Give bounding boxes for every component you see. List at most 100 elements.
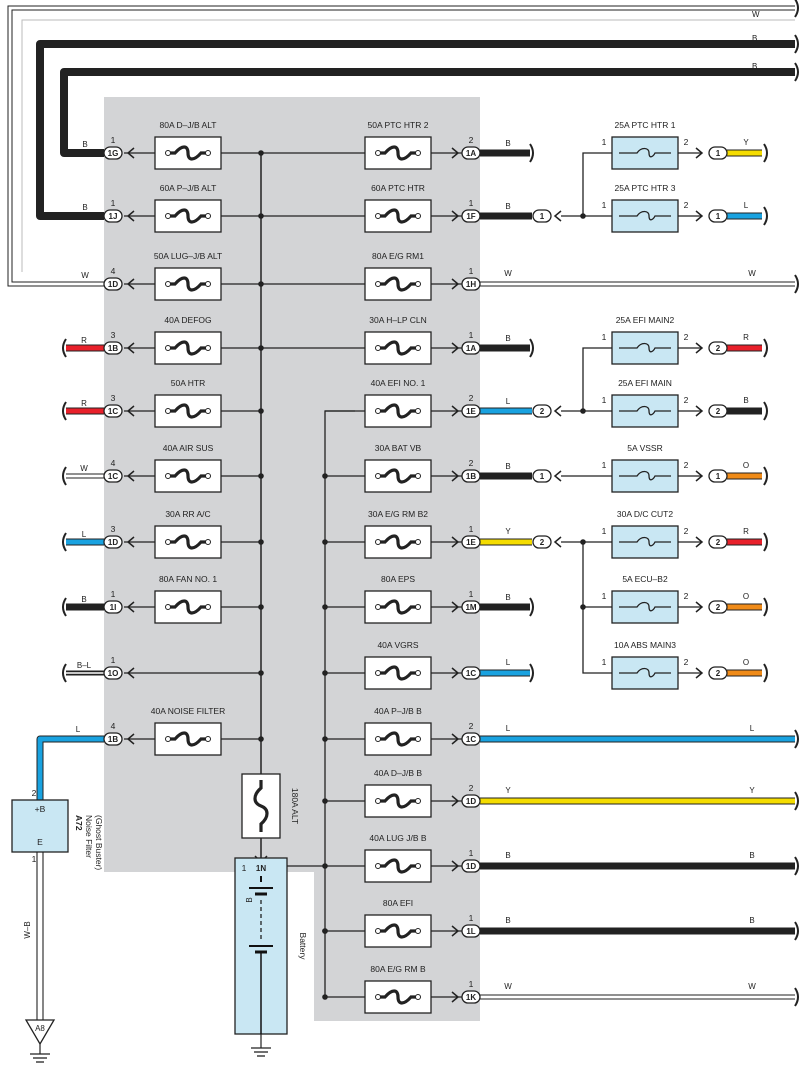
wire-color-label: Y bbox=[743, 138, 749, 147]
fuse-label: 25A EFI MAIN2 bbox=[616, 315, 675, 325]
pin-number: 1 bbox=[602, 395, 607, 405]
fusible-link-icon bbox=[168, 731, 208, 747]
terminal bbox=[375, 994, 381, 1000]
pin-number: 1 bbox=[469, 913, 474, 923]
fuse-label: 30A BAT VB bbox=[375, 443, 422, 453]
wire-end-curl bbox=[529, 597, 534, 617]
chevron-right-icon bbox=[451, 405, 460, 417]
connector bbox=[461, 209, 481, 223]
wire-color-label: Y bbox=[505, 786, 511, 795]
wire-end-curl bbox=[62, 466, 67, 486]
pin-number: 1 bbox=[602, 591, 607, 601]
wire-color-label: L bbox=[744, 201, 749, 210]
wire-color-label: R bbox=[81, 399, 87, 408]
pin-number: 1 bbox=[469, 330, 474, 340]
wire-end-curl bbox=[763, 143, 768, 163]
junction-dot bbox=[258, 473, 264, 479]
pin-number: 4 bbox=[111, 458, 116, 468]
connector bbox=[708, 666, 728, 680]
ground-point-icon bbox=[24, 1019, 56, 1046]
fuse-label: 40A AIR SUS bbox=[163, 443, 214, 453]
wire-end-curl bbox=[763, 206, 768, 226]
wire-color-label: B bbox=[749, 851, 754, 860]
connector-label: 1 bbox=[716, 149, 721, 158]
fuse-label: 80A D–J/B ALT bbox=[159, 120, 216, 130]
pin-number: 1 bbox=[469, 198, 474, 208]
pin-number: 3 bbox=[111, 524, 116, 534]
connector bbox=[708, 209, 728, 223]
fuse-label: 50A PTC HTR 2 bbox=[368, 120, 429, 130]
fuse-label: 40A LUG J/B B bbox=[369, 833, 426, 843]
connector-label: 1 bbox=[716, 472, 721, 481]
fuse-label: 40A VGRS bbox=[377, 640, 418, 650]
chevron-right-icon bbox=[451, 925, 460, 937]
wire-end-curl bbox=[763, 401, 768, 421]
chevron-right-icon bbox=[451, 733, 460, 745]
pin-number: 1 bbox=[32, 854, 37, 864]
chevron-right-icon bbox=[451, 470, 460, 482]
wire-color-label: W bbox=[748, 269, 756, 278]
fuse-label: 40A EFI NO. 1 bbox=[371, 378, 426, 388]
chevron-right-icon bbox=[451, 147, 460, 159]
junction-dot bbox=[322, 670, 328, 676]
terminal bbox=[205, 539, 211, 545]
connector-label: 1K bbox=[466, 993, 476, 1002]
connector-label: 1C bbox=[108, 472, 118, 481]
top-wire-shadow bbox=[21, 19, 795, 272]
terminal bbox=[165, 736, 171, 742]
connector bbox=[461, 794, 481, 808]
connector bbox=[461, 146, 481, 160]
fusible-link-icon bbox=[378, 599, 418, 615]
terminal bbox=[375, 281, 381, 287]
connector-label: 2 bbox=[716, 669, 721, 678]
wire-end-curl bbox=[62, 597, 67, 617]
pin-number: 1 bbox=[602, 200, 607, 210]
connector-label: 1A bbox=[466, 149, 476, 158]
chevron-left-icon bbox=[126, 470, 135, 482]
pin-number: 2 bbox=[684, 526, 689, 536]
junction-dot bbox=[322, 473, 328, 479]
connector bbox=[103, 600, 123, 614]
connector bbox=[461, 732, 481, 746]
wire-color-label: W bbox=[504, 269, 512, 278]
fuse-icon bbox=[619, 601, 671, 612]
fuse-label: 60A PTC HTR bbox=[371, 183, 425, 193]
wire-color-label: B bbox=[82, 140, 87, 149]
chevron-right-icon bbox=[695, 470, 704, 482]
pin-number: 2 bbox=[684, 460, 689, 470]
chevron-left-icon bbox=[126, 667, 135, 679]
pin-number: 2 bbox=[32, 788, 37, 798]
noise-filter-box bbox=[11, 799, 69, 853]
terminal bbox=[375, 345, 381, 351]
terminal bbox=[205, 345, 211, 351]
connector bbox=[103, 146, 123, 160]
terminal bbox=[205, 150, 211, 156]
chevron-right-icon bbox=[451, 795, 460, 807]
wire-color-label: L bbox=[506, 658, 511, 667]
wire-color-label: W bbox=[81, 271, 89, 280]
pin-number: 1 bbox=[602, 657, 607, 667]
wire-color-label: B bbox=[245, 897, 254, 902]
connector bbox=[461, 535, 481, 549]
terminal bbox=[375, 408, 381, 414]
connector bbox=[708, 600, 728, 614]
connector bbox=[461, 469, 481, 483]
wire-end-curl bbox=[794, 62, 799, 82]
terminal bbox=[375, 928, 381, 934]
wire-end-curl bbox=[763, 663, 768, 683]
fuses bbox=[11, 136, 728, 1046]
branch-line bbox=[582, 347, 612, 411]
fuse-label: 80A FAN NO. 1 bbox=[159, 574, 217, 584]
connector-label: 1 bbox=[540, 472, 545, 481]
chevron-right-icon bbox=[695, 405, 704, 417]
terminal bbox=[375, 670, 381, 676]
chevron-right-icon bbox=[451, 210, 460, 222]
junction-dot bbox=[322, 863, 328, 869]
wire-color-label: B bbox=[752, 62, 757, 71]
terminal bbox=[165, 604, 171, 610]
chevron-left-icon bbox=[553, 536, 562, 548]
connector-label: 1C bbox=[108, 407, 118, 416]
connector bbox=[461, 341, 481, 355]
connector bbox=[461, 859, 481, 873]
